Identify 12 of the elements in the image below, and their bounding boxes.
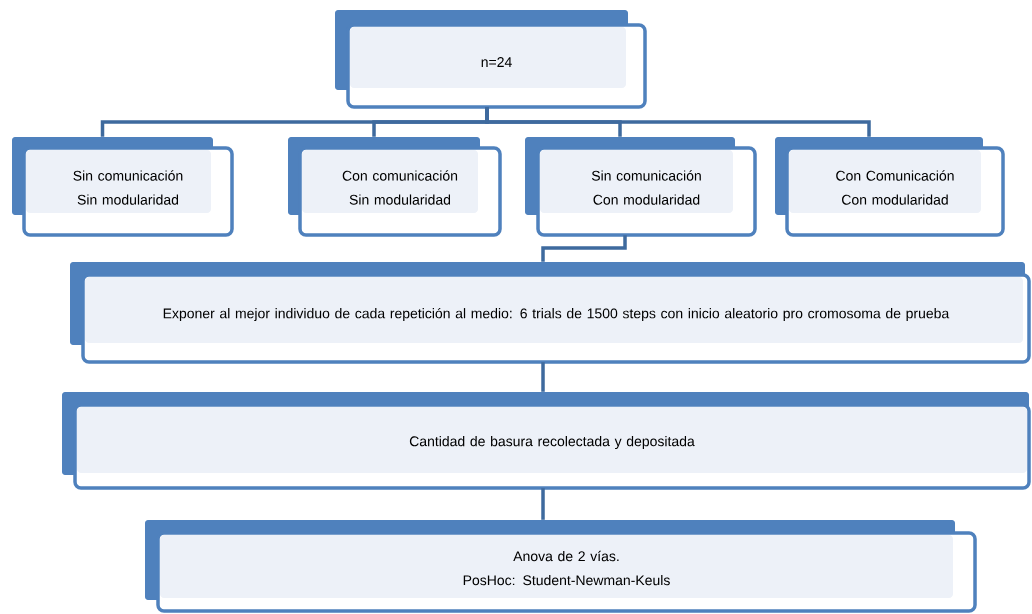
process-box: Cantidad de basura recolectada y depositada xyxy=(62,392,1031,490)
connector-line xyxy=(541,235,627,262)
process-box: n=24 xyxy=(335,10,647,109)
connector-line xyxy=(485,107,871,137)
process-box: Con comunicación Sin modularidad xyxy=(288,137,502,237)
connector-line xyxy=(541,362,545,392)
process-box: Con Comunicación Con modularidad xyxy=(775,137,1005,237)
process-box: Sin comunicación Sin modularidad xyxy=(12,137,234,237)
process-box: Anova de 2 vías. PosHoc: Student-Newman-Keuls xyxy=(145,520,977,613)
process-box: Exponer al mejor individuo de cada repetición al medio: 6 trials de 1500 steps con inicio aleatorio pro cromosoma de prueba xyxy=(70,262,1031,364)
connector-line xyxy=(541,488,545,520)
process-box: Sin comunicación Con modularidad xyxy=(525,137,757,237)
